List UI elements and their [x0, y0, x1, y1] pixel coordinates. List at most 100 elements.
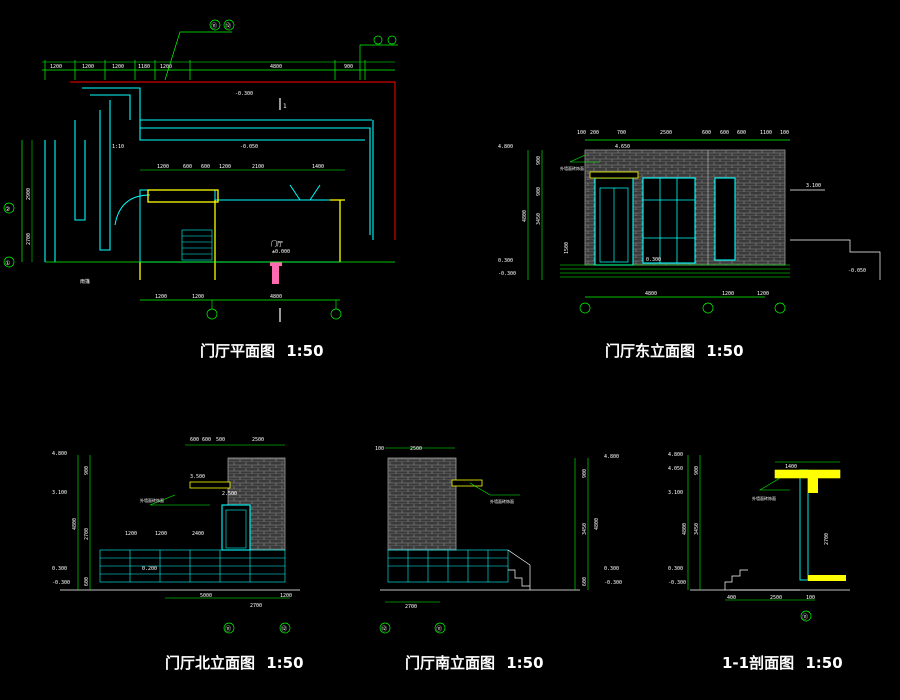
- east-bottom-dim-1: 1200: [722, 291, 734, 297]
- section-level-3: 0.300: [668, 566, 683, 572]
- east-note-leader: [569, 154, 600, 163]
- south-side-dim-3: 600: [582, 577, 588, 586]
- north-side-dim-0: 900: [84, 466, 90, 475]
- plan-boundary-red: [70, 81, 396, 240]
- plan-leader-2: [359, 44, 398, 80]
- plan-grid-left-1: ①: [5, 260, 10, 267]
- south-level-0: 4.800: [604, 454, 619, 460]
- plan-label-slope: 1:10: [112, 144, 124, 150]
- north-top-dim-3: 2500: [252, 437, 264, 443]
- south-bottom-dim-0: 2700: [405, 604, 417, 610]
- east-side-dim-3: 900: [536, 187, 542, 196]
- east-bottom-dim-2: 1200: [757, 291, 769, 297]
- north-mid-dim-0: 1200: [125, 531, 137, 537]
- east-elevation: 100 200 700 2500 600 600 600 1100 100 4.…: [498, 130, 881, 314]
- east-level-0: 4.800: [498, 144, 513, 150]
- north-grid-a: [223, 622, 235, 634]
- east-window-grid: [642, 177, 696, 264]
- east-side-dim-1: 4800: [522, 210, 528, 222]
- north-level-5: 2.500: [222, 491, 237, 497]
- north-side-dim-2: 2700: [84, 528, 90, 540]
- east-top-dim-5: 600: [720, 130, 729, 136]
- plan-top-dim-0: 1200: [50, 64, 62, 70]
- plan-scale: 1:50: [286, 342, 324, 360]
- east-grid-c: [774, 302, 786, 314]
- east-side-dim-4: 1500: [564, 242, 570, 254]
- section-bottom-dim-1: 2500: [770, 595, 782, 601]
- plan-top-dim-1: 1200: [82, 64, 94, 70]
- south-scale: 1:50: [506, 654, 544, 672]
- east-top-dim-2: 700: [617, 130, 626, 136]
- north-elevation: 600 600 500 2500 4.800 3.100 0.300 -0.30…: [52, 437, 300, 634]
- north-grid-0: ⑪: [225, 625, 231, 633]
- north-side-dim-1: 4800: [72, 518, 78, 530]
- north-grid-b: [279, 622, 291, 634]
- east-level-4: 3.100: [806, 183, 821, 189]
- section-side-dim-2: 3450: [694, 523, 700, 535]
- east-side-dim-2: 3450: [536, 213, 542, 225]
- plan-leader-1: [164, 31, 232, 81]
- plan-room-vestibule: [139, 189, 216, 263]
- south-level-1: 0.300: [604, 566, 619, 572]
- north-top-dim-0: 600: [190, 437, 199, 443]
- section-grid-0: ⑪: [802, 613, 808, 621]
- north-bottom-dim-2: 1200: [280, 593, 292, 599]
- east-title-text: 门厅东立面图: [605, 342, 696, 360]
- east-top-dim-4: 600: [702, 130, 711, 136]
- plan-top-dim-2: 1200: [112, 64, 124, 70]
- plan-drawing: 1200 1200 1200 1180 1200 4800 900 ⑪ ⑫: [3, 19, 398, 322]
- north-side-dim-3: 600: [84, 577, 90, 586]
- north-mid-dim-1: 1200: [155, 531, 167, 537]
- plan-top-dim-3: 1180: [138, 64, 150, 70]
- section-top-dim-0: 1400: [785, 464, 797, 470]
- section-scale: 1:50: [805, 654, 843, 672]
- section-side-dim-0: 900: [694, 466, 700, 475]
- plan-inner-dim-1: 600: [183, 164, 192, 170]
- south-title: 门厅南立面图 1:50: [405, 652, 544, 673]
- east-grid-b: [702, 302, 714, 314]
- south-top-dim-0: 100: [375, 446, 384, 452]
- section-floor-slab: [808, 575, 846, 581]
- plan-bottom-dim-0: 1200: [155, 294, 167, 300]
- east-top-dim-0: 100: [577, 130, 586, 136]
- south-side-dim-1: 3450: [582, 523, 588, 535]
- plan-level-0: -0.300: [235, 91, 253, 97]
- east-level-2: 0.300: [498, 258, 513, 264]
- north-level-3: -0.300: [52, 580, 70, 586]
- east-grid-a: [579, 302, 591, 314]
- north-note-leader: [149, 494, 210, 506]
- section-roof-slab: [774, 469, 841, 479]
- south-note-leader: [469, 482, 520, 496]
- section-1-1: 4.800 4.050 3.100 0.300 -0.300 900 4800 …: [668, 452, 850, 622]
- section-side-dim-3: 2700: [824, 533, 830, 545]
- section-wall: [799, 469, 809, 581]
- north-scale: 1:50: [266, 654, 304, 672]
- east-window-right: [714, 177, 736, 261]
- east-scale: 1:50: [706, 342, 744, 360]
- north-level-4: 3.500: [190, 474, 205, 480]
- plan-top-dim-6: 900: [344, 64, 353, 70]
- south-top-dim-1: 2500: [410, 446, 422, 452]
- plan-grid-top-1: ⑫: [225, 22, 231, 30]
- south-grid-0: ⑫: [381, 625, 387, 633]
- east-top-dim-8: 100: [780, 130, 789, 136]
- east-side-dim-0: 900: [536, 156, 542, 165]
- east-top-dim-1: 200: [590, 130, 599, 136]
- east-note: 外墙面砖饰面: [560, 165, 584, 171]
- section-note: 外墙面砖饰面: [752, 495, 776, 501]
- plan-section-mark: 1: [283, 103, 287, 110]
- plan-title-text: 门厅平面图: [200, 342, 276, 360]
- section-grid-a: [800, 610, 812, 622]
- section-level-4: -0.300: [668, 580, 686, 586]
- plan-label-canopy: 雨篷: [80, 278, 90, 285]
- plan-inner-dim-0: 1200: [157, 164, 169, 170]
- north-bottom-dim-0: 5000: [200, 593, 212, 599]
- plan-top-dim-4: 1200: [160, 64, 172, 70]
- section-title-text: 1-1剖面图: [722, 654, 795, 672]
- section-level-1: 4.050: [668, 466, 683, 472]
- north-top-dim-2: 500: [216, 437, 225, 443]
- east-bottom-dim-0: 4800: [645, 291, 657, 297]
- south-side-dim-0: 900: [582, 469, 588, 478]
- north-door: [221, 504, 251, 551]
- section-note-leader: [758, 477, 790, 491]
